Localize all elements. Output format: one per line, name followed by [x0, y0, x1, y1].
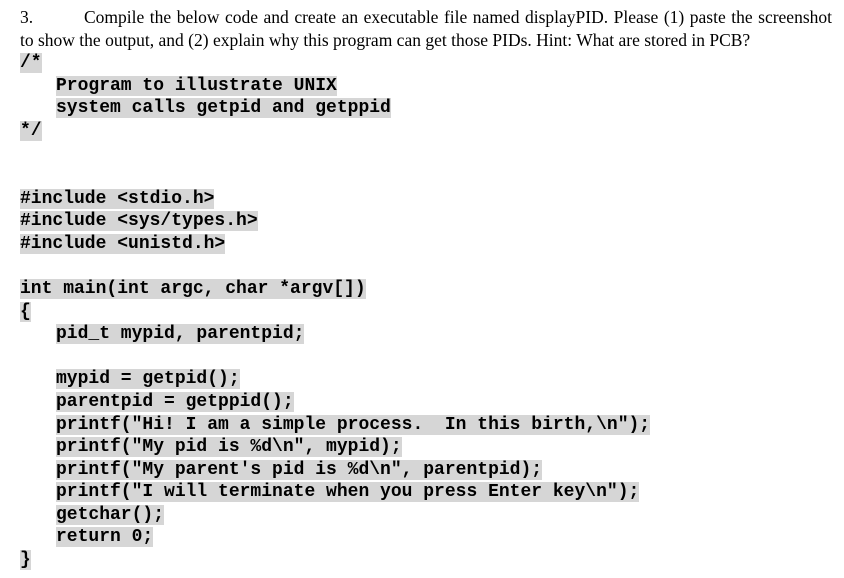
question-number: 3. [20, 7, 34, 27]
question-text: Compile the below code and create an exe… [20, 7, 832, 50]
main-signature: int main(int argc, char *argv[]) [20, 278, 366, 299]
include-unistd: #include <unistd.h> [20, 233, 226, 254]
statement-printf-terminate: printf("I will terminate when you press … [56, 482, 640, 503]
document-page: 3.Compile the below code and create an e… [20, 6, 832, 572]
brace-open: { [20, 301, 31, 322]
include-types: #include <sys/types.h> [20, 211, 258, 232]
brace-close: } [20, 550, 31, 571]
comment-close: */ [20, 120, 42, 141]
statement-getppid: parentpid = getppid(); [56, 391, 294, 412]
statement-getchar: getchar(); [56, 504, 165, 525]
statement-printf-parent: printf("My parent's pid is %d\n", parent… [56, 459, 543, 480]
statement-printf-hi: printf("Hi! I am a simple process. In th… [56, 414, 651, 435]
statement-getpid: mypid = getpid(); [56, 369, 240, 390]
code-block: /* Program to illustrate UNIX system cal… [20, 52, 832, 572]
variable-declaration: pid_t mypid, parentpid; [56, 324, 305, 345]
comment-open: /* [20, 53, 42, 73]
statement-printf-pid: printf("My pid is %d\n", mypid); [56, 437, 402, 458]
comment-line-2: system calls getpid and getppid [56, 98, 391, 119]
statement-return: return 0; [56, 527, 154, 548]
comment-line-1: Program to illustrate UNIX [56, 75, 337, 96]
include-stdio: #include <stdio.h> [20, 188, 215, 209]
question-paragraph: 3.Compile the below code and create an e… [20, 6, 832, 52]
